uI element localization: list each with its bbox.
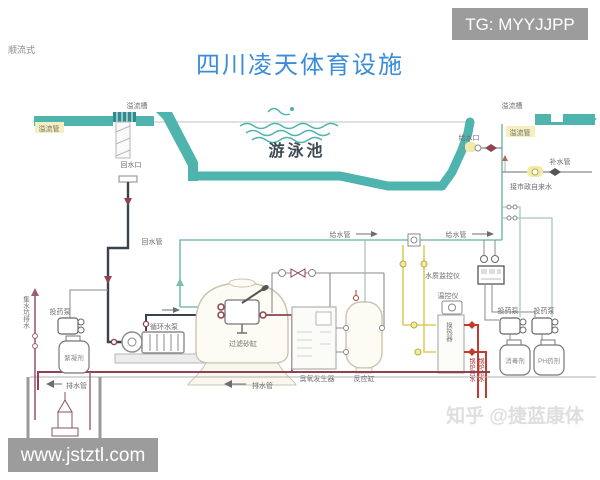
drain-pipe-label-2: 排水管	[252, 381, 273, 390]
right-gutter-label: 溢流槽	[502, 101, 523, 110]
supply-inlet-label: 给水口	[459, 133, 480, 142]
boiler-supply-label: 锅炉给水	[477, 357, 484, 382]
city-water-label: 接市政自来水	[510, 182, 552, 191]
page-title: 四川凌天体育设施	[196, 52, 404, 79]
return-pipe-label: 回水管	[142, 237, 163, 246]
sand-filter-label: 过滤砂缸	[229, 339, 257, 348]
flocculant-jug: 絮凝剂	[58, 335, 90, 374]
return-outlet-fitting	[118, 175, 138, 183]
zhihu-watermark: 知乎 @捷蓝康体	[446, 404, 585, 427]
heat-exchanger-body	[437, 314, 465, 374]
dosing-pump-left-label: 投药泵	[50, 307, 71, 316]
dosing-pump-2-label: 投药泵	[534, 306, 555, 315]
ozone-generator-label: 臭氧发生器	[300, 374, 335, 383]
drain-and-ground: 排水管 排水管	[30, 371, 596, 390]
left-overflow-label: 溢流管	[35, 122, 64, 133]
right-riser-and-makeup: 补水管 接市政自来水	[462, 124, 592, 240]
pool-left-wall	[156, 112, 198, 181]
flocculant-dosing: 投药泵 絮凝剂	[50, 289, 108, 374]
water-quality-monitor: 水质监控仪	[425, 240, 536, 321]
reaction-tank	[336, 290, 385, 374]
circulation-pump: 循环水泵	[114, 307, 219, 364]
left-gutter-grate	[113, 112, 136, 122]
submersible-pump	[51, 392, 79, 437]
url-badge-text: www.jstztl.com	[20, 445, 146, 466]
telegram-badge: TG: MYYJJPP	[452, 8, 588, 40]
pool-floor	[188, 117, 475, 191]
chemical-dosing-right: 投药泵 投药泵 消毒剂 PH药剂	[498, 204, 565, 376]
water-waves	[239, 107, 339, 144]
riser-up-arrow	[502, 155, 508, 161]
ph-agent-label: PH药剂	[538, 356, 560, 365]
ozone-system: 臭氧发生器 反应缸	[271, 240, 385, 383]
temp-controller-label: 温控仪	[438, 291, 459, 300]
dosing-pump-2	[531, 317, 559, 343]
right-overflow-label: 溢流管	[506, 126, 535, 137]
flocculant-label: 絮凝剂	[64, 353, 84, 362]
dosing-pump-1-label: 投药泵	[498, 306, 519, 315]
pool-name: 游泳池	[268, 141, 325, 160]
heat-exchanger-group: 换热器 温控仪 锅炉回水 锅炉给水	[399, 245, 487, 398]
dosing-pump-left	[57, 317, 85, 335]
water-quality-monitor-label: 水质监控仪	[425, 271, 460, 280]
temp-controller-box	[441, 300, 463, 315]
sand-filter: 过滤砂缸	[187, 278, 297, 386]
left-gutter-label: 溢流槽	[127, 101, 148, 110]
right-outflow-arrow	[590, 115, 597, 123]
disinfectant-jug: 消毒剂	[499, 339, 531, 376]
svg-text:溢流管: 溢流管	[39, 124, 60, 133]
disinfectant-label: 消毒剂	[505, 356, 525, 365]
dosing-pump-1	[499, 317, 527, 343]
return-pipe: 回水管	[104, 182, 163, 346]
right-gutter	[535, 114, 595, 125]
swimming-pool: 游泳池 溢流槽 溢流管 溢流槽 溢流管 回水口 给水口	[33, 101, 597, 191]
circulation-pump-label: 循环水泵	[150, 322, 178, 331]
supply-pipe-label-1: 给水管	[330, 230, 351, 239]
makeup-pipe-label: 补水管	[550, 157, 571, 166]
heat-exchanger-label: 换热器	[445, 321, 453, 343]
ozone-generator-cabinet	[291, 306, 337, 370]
drain-pipe-label-1: 排水管	[66, 381, 87, 390]
svg-text:溢流管: 溢流管	[510, 128, 531, 137]
supply-pipe-label-2: 给水管	[446, 230, 467, 239]
reaction-tank-label: 反应缸	[354, 374, 375, 383]
ph-agent-jug: PH药剂	[533, 339, 565, 376]
left-overflow-channel	[34, 116, 113, 126]
multiport-valve	[217, 285, 269, 334]
gutter-drain-shaft	[115, 121, 131, 159]
return-outlet-label: 回水口	[121, 160, 142, 169]
telegram-badge-text: TG: MYYJJPP	[465, 15, 575, 34]
flow-type-label: 顺流式	[8, 44, 35, 55]
url-badge: www.jstztl.com	[8, 438, 158, 472]
boiler-return-label: 锅炉回水	[468, 357, 475, 382]
sump-drain-label: 集水坑排水	[22, 295, 30, 329]
